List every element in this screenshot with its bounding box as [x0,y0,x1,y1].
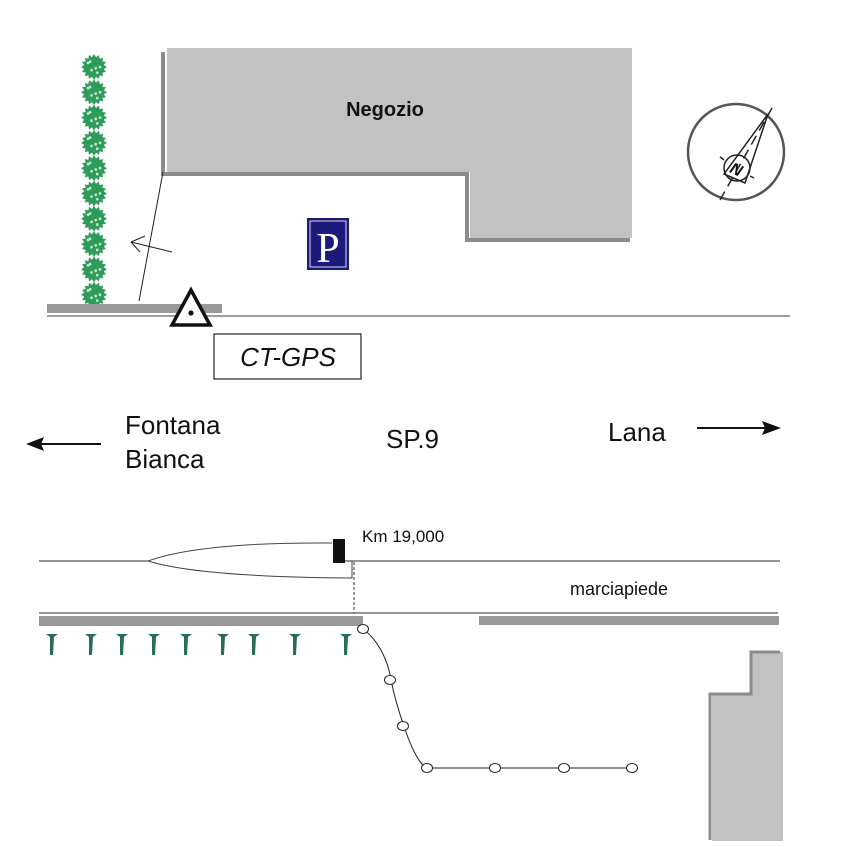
curb-bottom-right [479,616,779,625]
fence-node [626,763,638,773]
arrow-right-icon [697,421,781,435]
hedge-bush-icon [81,54,107,80]
hedge-bush-icon [81,281,107,308]
tree-icon [340,634,352,655]
view-arrow-icon [130,235,173,253]
fence-node [384,675,396,685]
tree-icon [217,634,229,655]
benchmark-label-box [213,333,362,380]
compass-icon: N [686,102,786,202]
benchmark-triangle-icon [169,286,213,327]
arrow-left-icon [26,437,101,451]
road-edge-bottom [39,542,780,579]
direction-left-line2: Bianca [125,444,205,474]
hedge-bush-icon [81,155,107,182]
direction-left-line1: Fontana [125,410,221,440]
parking-icon: P [307,218,349,272]
fence-node [489,763,501,773]
road-name: SP.9 [386,424,439,454]
compass-letter: N [727,160,745,180]
tree-icon [46,634,58,655]
hedge-row [81,54,107,308]
curb-top [47,304,222,313]
hedge-bush-icon [81,256,107,283]
hedge-bush-icon [81,180,107,207]
building-lower-right [708,650,783,841]
tree-icon [248,634,260,655]
building-negozio [161,48,632,242]
hedge-bush-icon [81,79,107,106]
tree-row [46,634,352,655]
hedge-bush-icon [81,205,107,232]
direction-right-label: Lana [608,417,666,447]
milestone-label: Km 19,000 [362,527,444,546]
fence-nodes [357,624,638,773]
reference-line [138,171,164,302]
curb-bottom-left [39,616,363,626]
benchmark-label: CT-GPS [240,342,336,372]
fence-node [558,763,570,773]
tree-icon [85,634,97,655]
tree-icon [180,634,192,655]
hedge-bush-icon [81,104,107,131]
tree-icon [289,634,301,655]
tree-icon [116,634,128,655]
building-label: Negozio [346,99,424,121]
sidewalk-label: marciapiede [570,579,668,599]
parking-letter: P [316,226,339,272]
fence-line [362,628,632,769]
hedge-bush-icon [81,129,107,156]
tree-icon [148,634,160,655]
fence-node [357,624,369,634]
milestone-marker [333,539,345,563]
hedge-bush-icon [81,231,107,258]
fence-node [397,721,409,731]
fence-node [421,763,433,773]
